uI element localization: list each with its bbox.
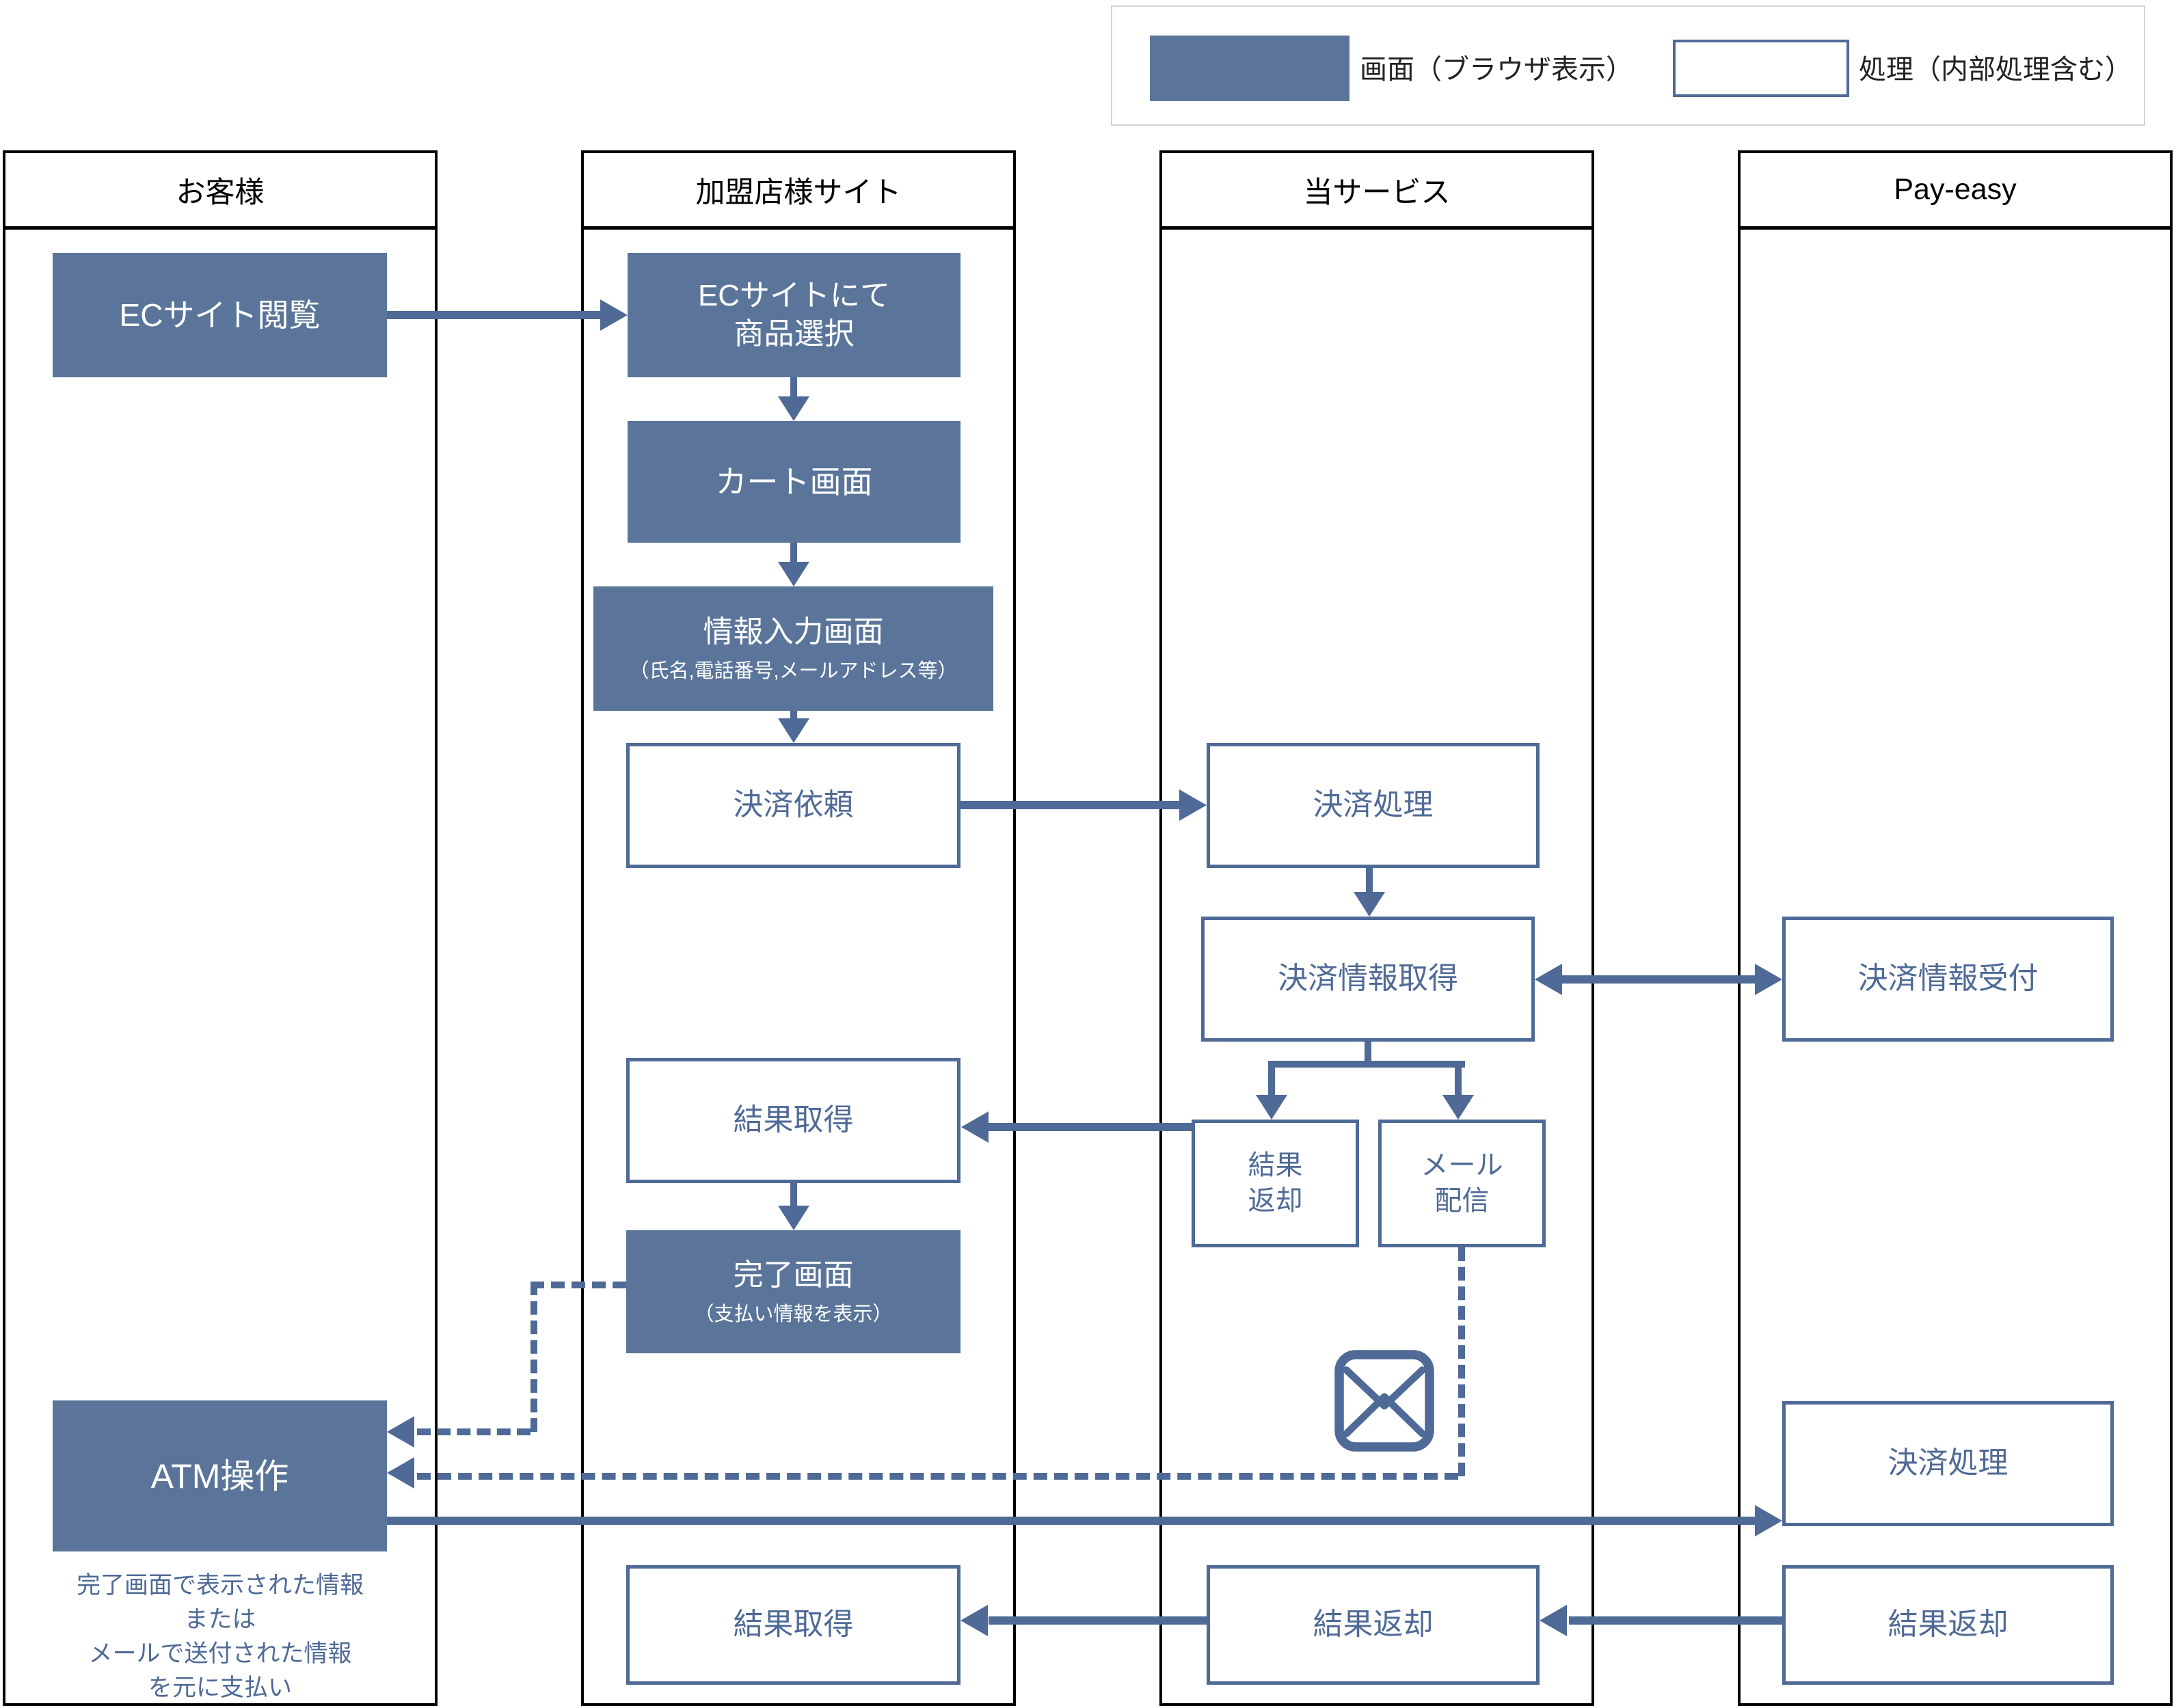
legend-screen-label: 画面（ブラウザ表示） <box>1360 55 1633 85</box>
arrow-cart-info-shaft <box>790 543 797 563</box>
branch-left-shaft <box>1268 1061 1275 1096</box>
node-mail-send-line2: 配信 <box>1434 1185 1490 1216</box>
node-result-get-mid-label: 結果取得 <box>733 1103 854 1137</box>
node-result-get-bottom-label: 結果取得 <box>733 1608 854 1642</box>
arrow-payprocess-payinfoget-head <box>1354 892 1385 917</box>
lane-customer-header: お客様 <box>5 153 435 230</box>
node-complete-sub: （支払い情報を表示） <box>694 1303 893 1325</box>
node-pay-request: 決済依頼 <box>626 743 961 868</box>
node-result-return-service: 結果返却 <box>1207 1565 1540 1685</box>
arrow-resultreturn-resultget-shaft <box>989 1123 1192 1131</box>
arrow-ecbrowse-ecselect-shaft <box>387 311 602 319</box>
node-pay-request-label: 決済依頼 <box>733 788 854 822</box>
lane-service-header: 当サービス <box>1162 153 1591 230</box>
atm-note-line4: を元に支払い <box>148 1675 292 1701</box>
arrow-resultget-complete-shaft <box>790 1183 797 1207</box>
node-cart: カート画面 <box>628 421 961 543</box>
arrow-pe-return-svc-shaft <box>1569 1616 1782 1625</box>
node-pay-info-get-label: 決済情報取得 <box>1278 962 1458 996</box>
legend: 画面（ブラウザ表示） 処理（内部処理含む） <box>1111 5 2145 126</box>
atm-note-line2: または <box>184 1606 256 1633</box>
arrow-ecselect-cart-shaft <box>790 377 797 399</box>
node-pay-info-accept: 決済情報受付 <box>1782 917 2114 1042</box>
arrow-atm-payprocess-head <box>1755 1505 1782 1536</box>
node-result-get-bottom: 結果取得 <box>626 1565 961 1685</box>
node-pay-process-service: 決済処理 <box>1207 743 1540 868</box>
dashed-complete-atm-head <box>387 1416 414 1448</box>
arrow-resultget-complete-head <box>778 1206 809 1230</box>
arrow-svc-return-get-head <box>961 1605 988 1636</box>
node-ec-select-line1: ECサイトにて <box>697 278 891 312</box>
node-ec-select: ECサイトにて 商品選択 <box>628 253 961 377</box>
atm-note-line1: 完了画面で表示された情報 <box>76 1572 364 1599</box>
node-ec-browse: ECサイト閲覧 <box>53 253 387 377</box>
arrow-ecbrowse-ecselect-head <box>600 299 628 331</box>
node-atm: ATM操作 <box>53 1400 387 1551</box>
dashed-complete-atm-bottom <box>417 1428 530 1435</box>
node-result-get-mid: 結果取得 <box>626 1058 961 1183</box>
legend-screen-swatch <box>1150 36 1349 101</box>
node-pay-process-service-label: 決済処理 <box>1313 788 1434 822</box>
node-cart-label: カート画面 <box>715 463 873 500</box>
legend-process-label: 処理（内部処理含む） <box>1859 55 2132 85</box>
node-complete-title: 完了画面 <box>733 1258 854 1292</box>
node-pay-process-payeasy-label: 決済処理 <box>1888 1446 2009 1480</box>
arrow-payinfo-double-head-right <box>1755 964 1782 995</box>
node-pay-info-accept-label: 決済情報受付 <box>1857 962 2039 996</box>
node-result-return-small-line2: 返却 <box>1248 1185 1303 1216</box>
node-info-input-title: 情報入力画面 <box>703 615 884 649</box>
node-ec-browse-label: ECサイト閲覧 <box>119 297 321 333</box>
arrow-info-payrequest-shaft <box>790 711 797 721</box>
arrow-payrequest-payprocess-shaft <box>961 801 1182 809</box>
arrow-cart-info-head <box>778 562 809 586</box>
arrow-pe-return-svc-head <box>1540 1605 1567 1636</box>
arrow-atm-payprocess-shaft <box>387 1517 1756 1525</box>
arrow-payinfo-double-head-left <box>1535 964 1562 995</box>
mail-icon <box>1334 1350 1434 1452</box>
node-result-return-payeasy: 結果返却 <box>1782 1565 2114 1685</box>
node-mail-send: メール 配信 <box>1378 1120 1546 1247</box>
lane-payeasy-header: Pay-easy <box>1741 153 2170 230</box>
dashed-complete-atm-vert <box>530 1282 537 1432</box>
arrow-ecselect-cart-head <box>778 396 809 421</box>
lane-merchant-header: 加盟店様サイト <box>584 153 1013 230</box>
node-pay-info-get: 決済情報取得 <box>1201 917 1535 1042</box>
node-complete-screen: 完了画面 （支払い情報を表示） <box>626 1230 961 1353</box>
node-info-input: 情報入力画面 （氏名,電話番号,メールアドレス等） <box>593 586 993 711</box>
node-result-return-small: 結果 返却 <box>1192 1120 1359 1247</box>
branch-bar <box>1268 1061 1465 1068</box>
arrow-payinfo-double-shaft <box>1561 975 1756 984</box>
atm-note: 完了画面で表示された情報 または メールで送付された情報 を元に支払い <box>16 1569 424 1705</box>
node-result-return-payeasy-label: 結果返却 <box>1888 1608 2009 1642</box>
dashed-mail-atm-vert <box>1458 1247 1465 1476</box>
branch-stub <box>1365 1042 1371 1068</box>
arrow-info-payrequest-head <box>778 718 809 743</box>
node-mail-send-line1: メール <box>1421 1150 1503 1181</box>
node-ec-select-line2: 商品選択 <box>734 317 855 351</box>
dashed-complete-atm-top <box>530 1282 626 1288</box>
arrow-payprocess-payinfoget-shaft <box>1366 868 1373 895</box>
arrow-payrequest-payprocess-head <box>1179 789 1207 821</box>
arrow-resultreturn-resultget-head <box>961 1111 989 1143</box>
node-info-input-sub: （氏名,電話番号,メールアドレス等） <box>629 660 958 682</box>
branch-left-head <box>1256 1095 1287 1120</box>
branch-right-head <box>1442 1095 1474 1120</box>
node-result-return-service-label: 結果返却 <box>1313 1608 1434 1642</box>
node-result-return-small-line1: 結果 <box>1248 1150 1303 1181</box>
arrow-svc-return-get-shaft <box>989 1616 1207 1625</box>
dashed-mail-atm-horiz <box>417 1473 1458 1480</box>
branch-right-shaft <box>1455 1061 1462 1096</box>
atm-note-line3: メールで送付された情報 <box>88 1640 352 1667</box>
dashed-mail-atm-head <box>387 1457 414 1489</box>
node-atm-label: ATM操作 <box>150 1456 289 1495</box>
node-pay-process-payeasy: 決済処理 <box>1782 1401 2114 1526</box>
legend-process-swatch <box>1673 40 1849 97</box>
